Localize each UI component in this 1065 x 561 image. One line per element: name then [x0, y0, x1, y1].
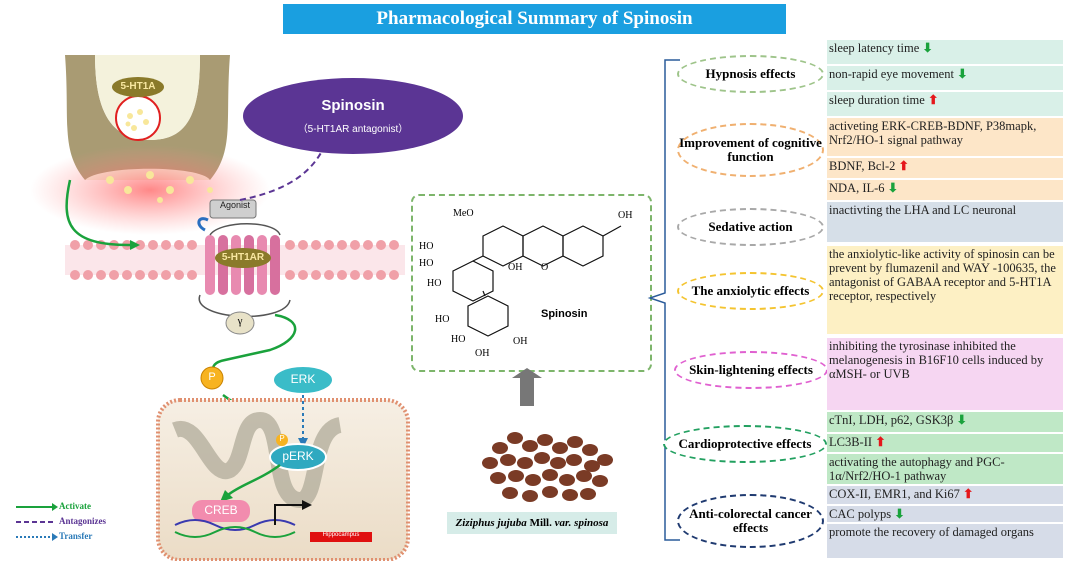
chemical-structure-box: MeO OH HO HO HO OH O HO HO OH OH Spinosi… — [411, 194, 652, 372]
detail-row: BDNF, Bcl-2 ⬆ — [827, 158, 1063, 178]
title-text: Pharmacological Summary of Spinosin — [376, 8, 693, 29]
detail-row: activeting ERK-CREB-BDNF, P38mapk, Nrf2/… — [827, 118, 1063, 156]
down-arrow-icon: ⬇ — [894, 507, 905, 521]
detail-row: activating the autophagy and PGC-1α/Nrf2… — [827, 454, 1063, 484]
atom-label: OH — [475, 348, 490, 359]
down-arrow-icon: ⬇ — [956, 413, 968, 427]
detail-row: sleep latency time ⬇ — [827, 40, 1063, 64]
effect-label: Hypnosis effects — [705, 66, 796, 81]
receptor-5ht1ar — [198, 223, 291, 318]
effect-label: The anxiolytic effects — [691, 283, 810, 298]
effect-cancer: Anti-colorectal cancer effects — [677, 494, 824, 548]
detail-row: LC3B-II ⬆ — [827, 434, 1063, 452]
detail-row: NDA, IL-6 ⬇ — [827, 180, 1063, 200]
perk-phospho-label: P — [279, 434, 285, 443]
legend-transfer: Transfer — [59, 531, 93, 541]
seeds-illustration — [482, 368, 613, 502]
effect-cognitive: Improvement of cognitive function — [677, 123, 824, 177]
perk-node — [269, 443, 327, 471]
effect-anxiolytic: The anxiolytic effects — [677, 272, 824, 310]
spinosin-badge: Spinosin （5-HT1AR antagonist） — [243, 78, 463, 154]
creb-label: CREB — [204, 503, 238, 517]
up-arrow-icon: ⬆ — [898, 159, 909, 173]
detail-row: sleep duration time ⬆ — [827, 92, 1063, 116]
detail-row: non-rapid eye movement ⬇ — [827, 66, 1063, 90]
effect-cardio: Cardioprotective effects — [663, 425, 827, 463]
erk-node — [272, 365, 334, 395]
structure-label: Spinosin — [541, 308, 588, 320]
atom-label: HO — [427, 278, 442, 289]
down-arrow-icon: ⬇ — [957, 67, 968, 81]
atom-label: OH — [513, 336, 528, 347]
plant-variety: var. spinosa — [554, 517, 609, 529]
agonist-label: Agonist — [219, 200, 251, 210]
plant-authority: Mill. — [526, 517, 555, 529]
signaling-illustration — [16, 55, 410, 561]
spinosin-name: Spinosin — [321, 97, 385, 114]
plant-genus: Ziziphus jujuba — [455, 517, 527, 529]
vesicle — [115, 95, 161, 141]
atom-label: O — [541, 262, 549, 273]
effect-label: Sedative action — [708, 219, 793, 234]
receptor-membrane-label: 5-HT1AR — [221, 252, 265, 263]
atom-label: HO — [435, 314, 450, 325]
receptor-top-label: 5-HT1A — [120, 81, 156, 92]
up-arrow-icon: ⬆ — [963, 487, 974, 501]
effect-hypnosis: Hypnosis effects — [677, 55, 824, 93]
gamma-label: γ — [237, 315, 243, 327]
up-arrow-icon: ⬆ — [875, 435, 886, 449]
g-protein — [225, 311, 255, 335]
hippocampus-bar — [310, 532, 372, 542]
effect-label: Skin-lightening effects — [689, 362, 813, 377]
effect-label: Improvement of cognitive function — [679, 135, 822, 164]
detail-row: inactivting the LHA and LC neuronal — [827, 202, 1063, 242]
atom-label: HO — [451, 334, 466, 345]
spinosin-note: （5-HT1AR antagonist） — [297, 124, 409, 135]
atom-label: OH — [508, 262, 523, 273]
legend-activate: Activate — [59, 501, 91, 511]
creb-node — [192, 500, 250, 522]
detail-row: COX-II, EMR1, and Ki67 ⬆ — [827, 486, 1063, 504]
title-banner: Pharmacological Summary of Spinosin — [283, 4, 786, 34]
atom-label: OH — [618, 210, 633, 221]
spinosin-structure — [452, 225, 622, 337]
down-arrow-icon: ⬇ — [887, 181, 899, 195]
phospho-label: P — [208, 371, 216, 383]
effect-skin: Skin-lightening effects — [674, 351, 828, 389]
detail-row: inhibiting the tyrosinase inhibited the … — [827, 338, 1063, 410]
detail-row: CAC polyps ⬇ — [827, 506, 1063, 522]
effect-label: Cardioprotective effects — [678, 436, 812, 451]
erk-label: ERK — [290, 372, 316, 386]
hippocampus-label: Hippocampus — [322, 532, 360, 538]
plant-label: Ziziphus jujuba Mill. var. spinosa — [447, 512, 617, 534]
phospho-marker — [200, 366, 224, 390]
agonist-box — [209, 199, 257, 219]
perk-label: pERK — [282, 449, 314, 463]
atom-label: HO — [419, 258, 434, 269]
down-arrow-icon: ⬇ — [922, 41, 933, 55]
effects-bracket — [647, 59, 680, 541]
detail-row: cTnI, LDH, p62, GSK3β ⬇ — [827, 412, 1063, 432]
detail-row: promote the recovery of damaged organs — [827, 524, 1063, 558]
effect-label: Anti-colorectal cancer effects — [689, 506, 812, 535]
atom-label: MeO — [453, 208, 474, 219]
jujube-seeds — [482, 432, 613, 502]
detail-row: the anxiolytic-like activity of spinosin… — [827, 246, 1063, 334]
atom-label: HO — [419, 241, 434, 252]
effect-sedative: Sedative action — [677, 208, 824, 246]
up-arrow-icon: ⬆ — [927, 93, 939, 107]
legend-antagonizes: Antagonizes — [59, 516, 106, 526]
